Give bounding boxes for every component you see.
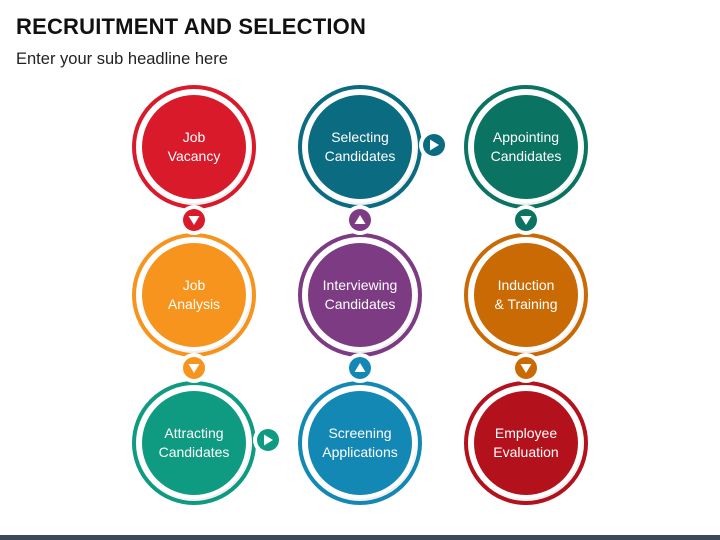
step-appointing-candidates: Appointing Candidates [464, 85, 588, 209]
step-label: Induction & Training [494, 277, 558, 312]
bottom-bar [0, 535, 720, 540]
step-label: Job Vacancy [167, 129, 221, 164]
step-label: Attracting Candidates [158, 425, 230, 460]
step-ring [132, 381, 256, 505]
step-ring [132, 85, 256, 209]
step-circle: Attracting Candidates [142, 391, 246, 495]
step-job-analysis: Job Analysis [132, 233, 256, 357]
step-circle: Job Vacancy [142, 95, 246, 199]
connector-down-icon [515, 209, 537, 231]
step-circle: Employee Evaluation [474, 391, 578, 495]
step-label: Interviewing Candidates [322, 277, 398, 312]
step-ring [464, 233, 588, 357]
connector-right-icon [423, 134, 445, 156]
step-ring [298, 233, 422, 357]
connector-right-icon [257, 429, 279, 451]
connector-up-icon [349, 209, 371, 231]
step-employee-evaluation: Employee Evaluation [464, 381, 588, 505]
step-circle: Appointing Candidates [474, 95, 578, 199]
step-circle: Induction & Training [474, 243, 578, 347]
step-ring [298, 85, 422, 209]
step-circle: Interviewing Candidates [308, 243, 412, 347]
step-ring [464, 381, 588, 505]
step-label: Appointing Candidates [490, 129, 562, 164]
step-ring [132, 233, 256, 357]
step-induction-training: Induction & Training [464, 233, 588, 357]
step-label: Screening Applications [322, 425, 398, 460]
page-subtitle: Enter your sub headline here [16, 50, 228, 68]
connector-up-icon [349, 357, 371, 379]
step-interviewing-candidates: Interviewing Candidates [298, 233, 422, 357]
step-ring [298, 381, 422, 505]
connector-down-icon [183, 209, 205, 231]
connector-down-icon [183, 357, 205, 379]
step-circle: Job Analysis [142, 243, 246, 347]
step-label: Selecting Candidates [324, 129, 396, 164]
step-circle: Screening Applications [308, 391, 412, 495]
step-selecting-candidates: Selecting Candidates [298, 85, 422, 209]
step-circle: Selecting Candidates [308, 95, 412, 199]
step-label: Employee Evaluation [493, 425, 559, 460]
connector-down-icon [515, 357, 537, 379]
step-ring [464, 85, 588, 209]
step-screening-applications: Screening Applications [298, 381, 422, 505]
step-job-vacancy: Job Vacancy [132, 85, 256, 209]
step-label: Job Analysis [167, 277, 221, 312]
page-title: RECRUITMENT AND SELECTION [16, 14, 367, 39]
step-attracting-candidates: Attracting Candidates [132, 381, 256, 505]
